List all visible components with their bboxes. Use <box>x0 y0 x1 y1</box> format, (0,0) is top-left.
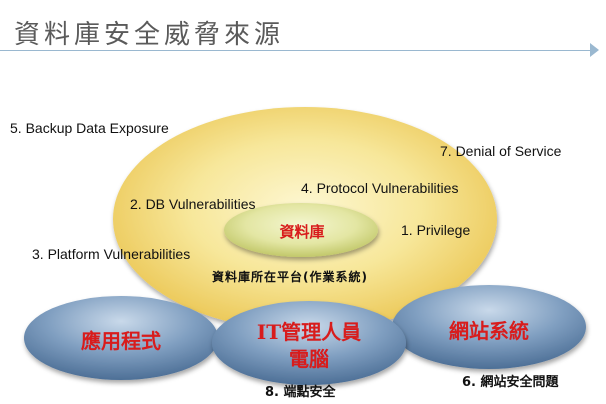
website-node-label: 網站系統 <box>449 319 529 343</box>
database-core-ellipse <box>224 203 378 257</box>
page-title: 資料庫安全威脅來源 <box>14 20 285 50</box>
platform-os-label: 資料庫所在平台(作業系統) <box>212 270 368 284</box>
threat-denial-of-service: 7. Denial of Service <box>440 143 562 159</box>
caption-endpoint-security: 8. 端點安全 <box>265 385 336 400</box>
caption-website-security: 6. 網站安全問題 <box>462 375 559 390</box>
title-divider <box>0 50 596 51</box>
website-node <box>392 285 586 369</box>
database-core-label: 資料庫 <box>279 223 325 241</box>
threat-db-vulnerabilities: 2. DB Vulnerabilities <box>130 196 256 212</box>
it-admin-node-label-line1: IT管理人員 <box>256 320 362 344</box>
threat-platform-vulnerabilities: 3. Platform Vulnerabilities <box>32 246 191 262</box>
application-node <box>24 296 218 380</box>
application-node-label: 應用程式 <box>81 329 161 353</box>
it-admin-node-label-line2: 電腦 <box>289 347 329 371</box>
threat-protocol-vulnerabilities: 4. Protocol Vulnerabilities <box>301 180 459 196</box>
title-divider-arrow-icon <box>590 43 599 57</box>
threat-privilege: 1. Privilege <box>401 222 471 238</box>
threat-backup-data-exposure: 5. Backup Data Exposure <box>10 120 169 136</box>
it-admin-node <box>212 301 406 385</box>
